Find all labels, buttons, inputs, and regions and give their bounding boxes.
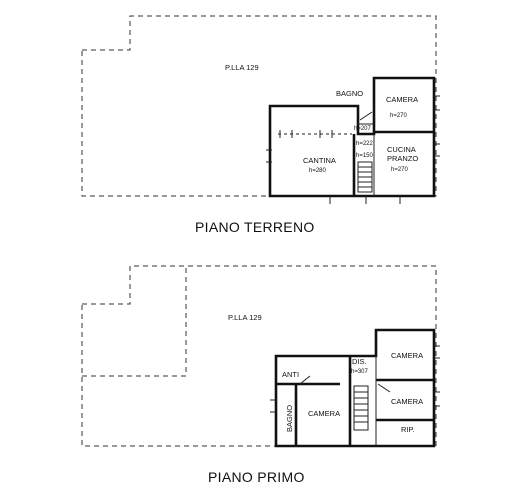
ground-windows [266,95,440,204]
first-windows [270,345,440,413]
first-camera-mid-label: CAMERA [391,397,423,406]
ground-cantina-label: CANTINA [303,156,336,165]
first-camera-top-label: CAMERA [391,351,423,360]
first-dis-label: DIS. [352,357,367,366]
ground-bagno-height: h=207 [354,126,372,132]
first-stairs [353,385,369,431]
ground-cucina-height: h=270 [391,167,409,173]
first-camera-left-label: CAMERA [308,409,340,418]
ground-height-150: h=150 [356,153,374,159]
first-parcel-label: P.LLA 129 [228,313,262,322]
first-rip-label: RIP. [401,425,415,434]
first-dis-height: h=307 [351,369,369,375]
ground-parcel-boundary [81,15,437,197]
ground-camera-label: CAMERA [386,95,418,104]
ground-camera-height: h=270 [390,113,408,119]
ground-floor-title: PIANO TERRENO [195,219,315,235]
ground-height-222: h=222 [356,141,374,147]
first-floor-title: PIANO PRIMO [208,469,305,485]
ground-floor-plan: P.LLA 129 BAGNO h=207 CAMERA h=270 CANTI… [81,15,440,235]
ground-stairs [357,161,373,193]
first-door-anti [299,375,311,385]
ground-building-outline [268,76,436,198]
ground-parcel-label: P.LLA 129 [225,63,259,72]
first-door-camera [377,383,391,393]
first-floor-plan: P.LLA 129 ANTI DIS. h=307 CAMERA CAMERA … [81,265,440,485]
first-bagno-label: BAGNO [285,405,294,432]
first-parcel-boundary [81,265,437,447]
ground-cucina-label: CUCINA [387,145,416,154]
ground-pranzo-label: PRANZO [387,154,418,163]
first-parcel-inner [82,266,187,377]
first-anti-label: ANTI [282,370,299,379]
ground-cantina-height: h=280 [309,168,327,174]
ground-bagno-door [359,111,373,121]
ground-bagno-label: BAGNO [336,89,363,98]
